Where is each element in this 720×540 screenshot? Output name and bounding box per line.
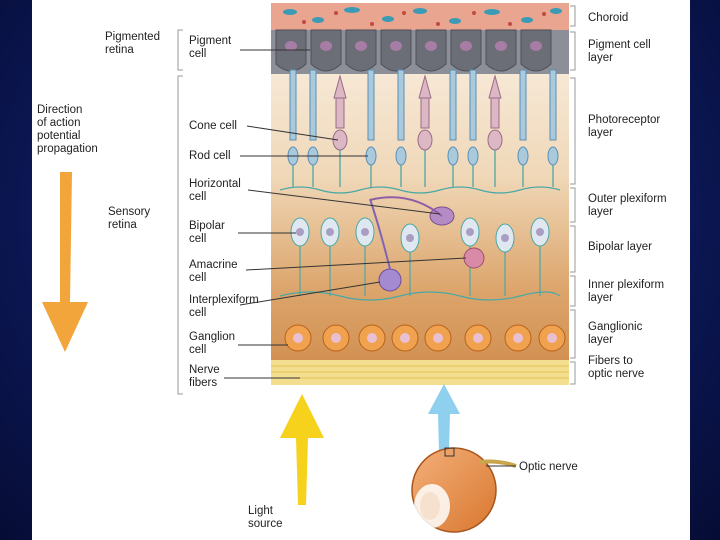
direction-label: Direction of action potential propagatio…: [37, 104, 98, 156]
pigment-cell-row: [271, 30, 569, 74]
optic-nerve-label: Optic nerve: [519, 461, 578, 474]
rod-cell-label: Rod cell: [189, 150, 231, 163]
outer-plexiform-layer-label: Outer plexiform layer: [588, 193, 667, 219]
fibers-to-optic-nerve-label: Fibers to optic nerve: [588, 355, 644, 381]
right-brackets: [570, 6, 575, 384]
pigment-cell-label: Pigment cell: [189, 35, 231, 61]
amacrine-cell: [464, 248, 484, 268]
sensory-retina-label: Sensory retina: [108, 206, 150, 232]
optic-light-arrow: [428, 384, 460, 452]
left-brackets: [178, 30, 183, 394]
bipolar-layer-label: Bipolar layer: [588, 241, 652, 254]
direction-arrow: [42, 172, 88, 352]
interplexiform-cell-label: Interplexiform cell: [189, 294, 259, 320]
amacrine-cell-label: Amacrine cell: [189, 259, 238, 285]
horizontal-cell-label: Horizontal cell: [189, 178, 241, 204]
nerve-fibers-label: Nerve fibers: [189, 364, 220, 390]
inner-plexiform-layer-label: Inner plexiform layer: [588, 279, 664, 305]
bipolar-cell-label: Bipolar cell: [189, 220, 225, 246]
light-source-arrow: [280, 394, 324, 505]
pigmented-retina-label: Pigmented retina: [105, 31, 160, 57]
pigment-cell-layer-label: Pigment cell layer: [588, 39, 651, 65]
choroid-band: [271, 3, 569, 30]
light-source-label: Light source: [248, 505, 283, 531]
cone-cell-label: Cone cell: [189, 120, 237, 133]
ganglion-cell-label: Ganglion cell: [189, 331, 235, 357]
retina-block: [271, 3, 569, 385]
choroid-label: Choroid: [588, 12, 628, 25]
nerve-fiber-band: [271, 360, 569, 385]
eyeball-illustration: [412, 448, 516, 532]
ganglionic-layer-label: Ganglionic layer: [588, 321, 642, 347]
photoreceptor-layer-label: Photoreceptor layer: [588, 114, 660, 140]
